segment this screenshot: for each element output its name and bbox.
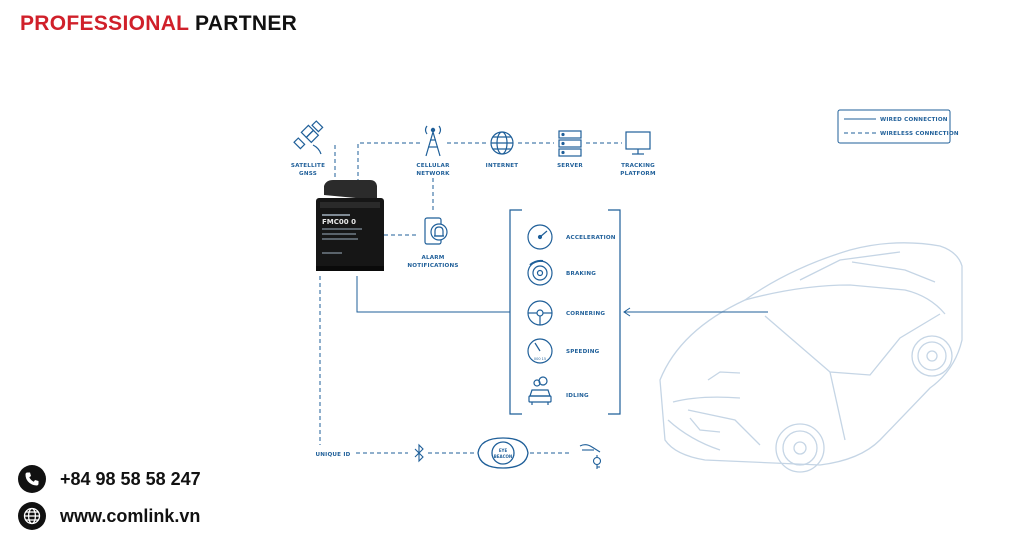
unique-id-label: UNIQUE ID (316, 452, 351, 458)
car-illustration (659, 242, 963, 473)
behavior-label-speeding: SPEEDING (566, 349, 600, 355)
behavior-label-cornering: CORNERING (566, 311, 605, 317)
cellular-label-1: CELLULAR (416, 163, 450, 169)
brake-disc-icon (527, 259, 553, 286)
eye-beacon-icon (477, 437, 529, 469)
satellite-icon (293, 120, 324, 155)
behavior-bracket (509, 209, 621, 415)
cell-tower-icon (424, 125, 442, 157)
server-icon (558, 130, 582, 157)
alarm-label-2: NOTIFICATIONS (407, 263, 458, 269)
legend-wireless-label: WIRELESS CONNECTION (880, 131, 959, 137)
tracking-label-1: TRACKING (621, 163, 655, 169)
speedometer-icon (527, 338, 553, 364)
legend-wired-label: WIRED CONNECTION (880, 117, 948, 123)
behavior-label-acceleration: ACCELERATION (566, 235, 616, 241)
bluetooth-icon (414, 443, 424, 463)
connection-lines (319, 142, 768, 454)
tracker-device (316, 180, 384, 271)
header-title-red: PROFESSIONAL (20, 12, 189, 35)
alarm-phone-icon (424, 217, 448, 245)
behavior-label-braking: BRAKING (566, 271, 596, 277)
beacon-label-2: BEACON (494, 454, 513, 459)
satellite-label-2: GNSS (299, 171, 317, 177)
beacon-label-1: EYE (499, 448, 508, 453)
cellular-label-2: NETWORK (416, 171, 450, 177)
header-title-black: PARTNER (195, 12, 298, 35)
acceleration-gauge-icon (527, 224, 553, 250)
website-url[interactable]: www.comlink.vn (60, 505, 201, 526)
globe-icon (490, 131, 514, 155)
device-model-label: FMC00 0 (322, 218, 356, 226)
tracking-label-2: PLATFORM (620, 171, 656, 177)
phone-contact[interactable]: +84 98 58 58 247 (18, 465, 201, 493)
page-header: PROFESSIONAL PARTNER (20, 12, 297, 36)
behavior-label-idling: IDLING (566, 393, 589, 399)
phone-number[interactable]: +84 98 58 58 247 (60, 468, 201, 489)
steering-wheel-icon (527, 300, 553, 326)
website-contact[interactable]: www.comlink.vn (18, 502, 200, 530)
idling-car-icon (528, 376, 552, 405)
speed-gauge-label: 000 15 (534, 357, 546, 361)
legend: WIRED CONNECTION WIRELESS CONNECTION (837, 109, 959, 144)
server-label: SERVER (557, 163, 583, 169)
alarm-label-1: ALARM (421, 255, 444, 261)
globe-icon (18, 502, 46, 530)
internet-label: INTERNET (486, 163, 519, 169)
phone-icon (18, 465, 46, 493)
hand-key-icon (579, 444, 602, 469)
satellite-label-1: SATELLITE (291, 163, 325, 169)
monitor-icon (625, 131, 651, 155)
